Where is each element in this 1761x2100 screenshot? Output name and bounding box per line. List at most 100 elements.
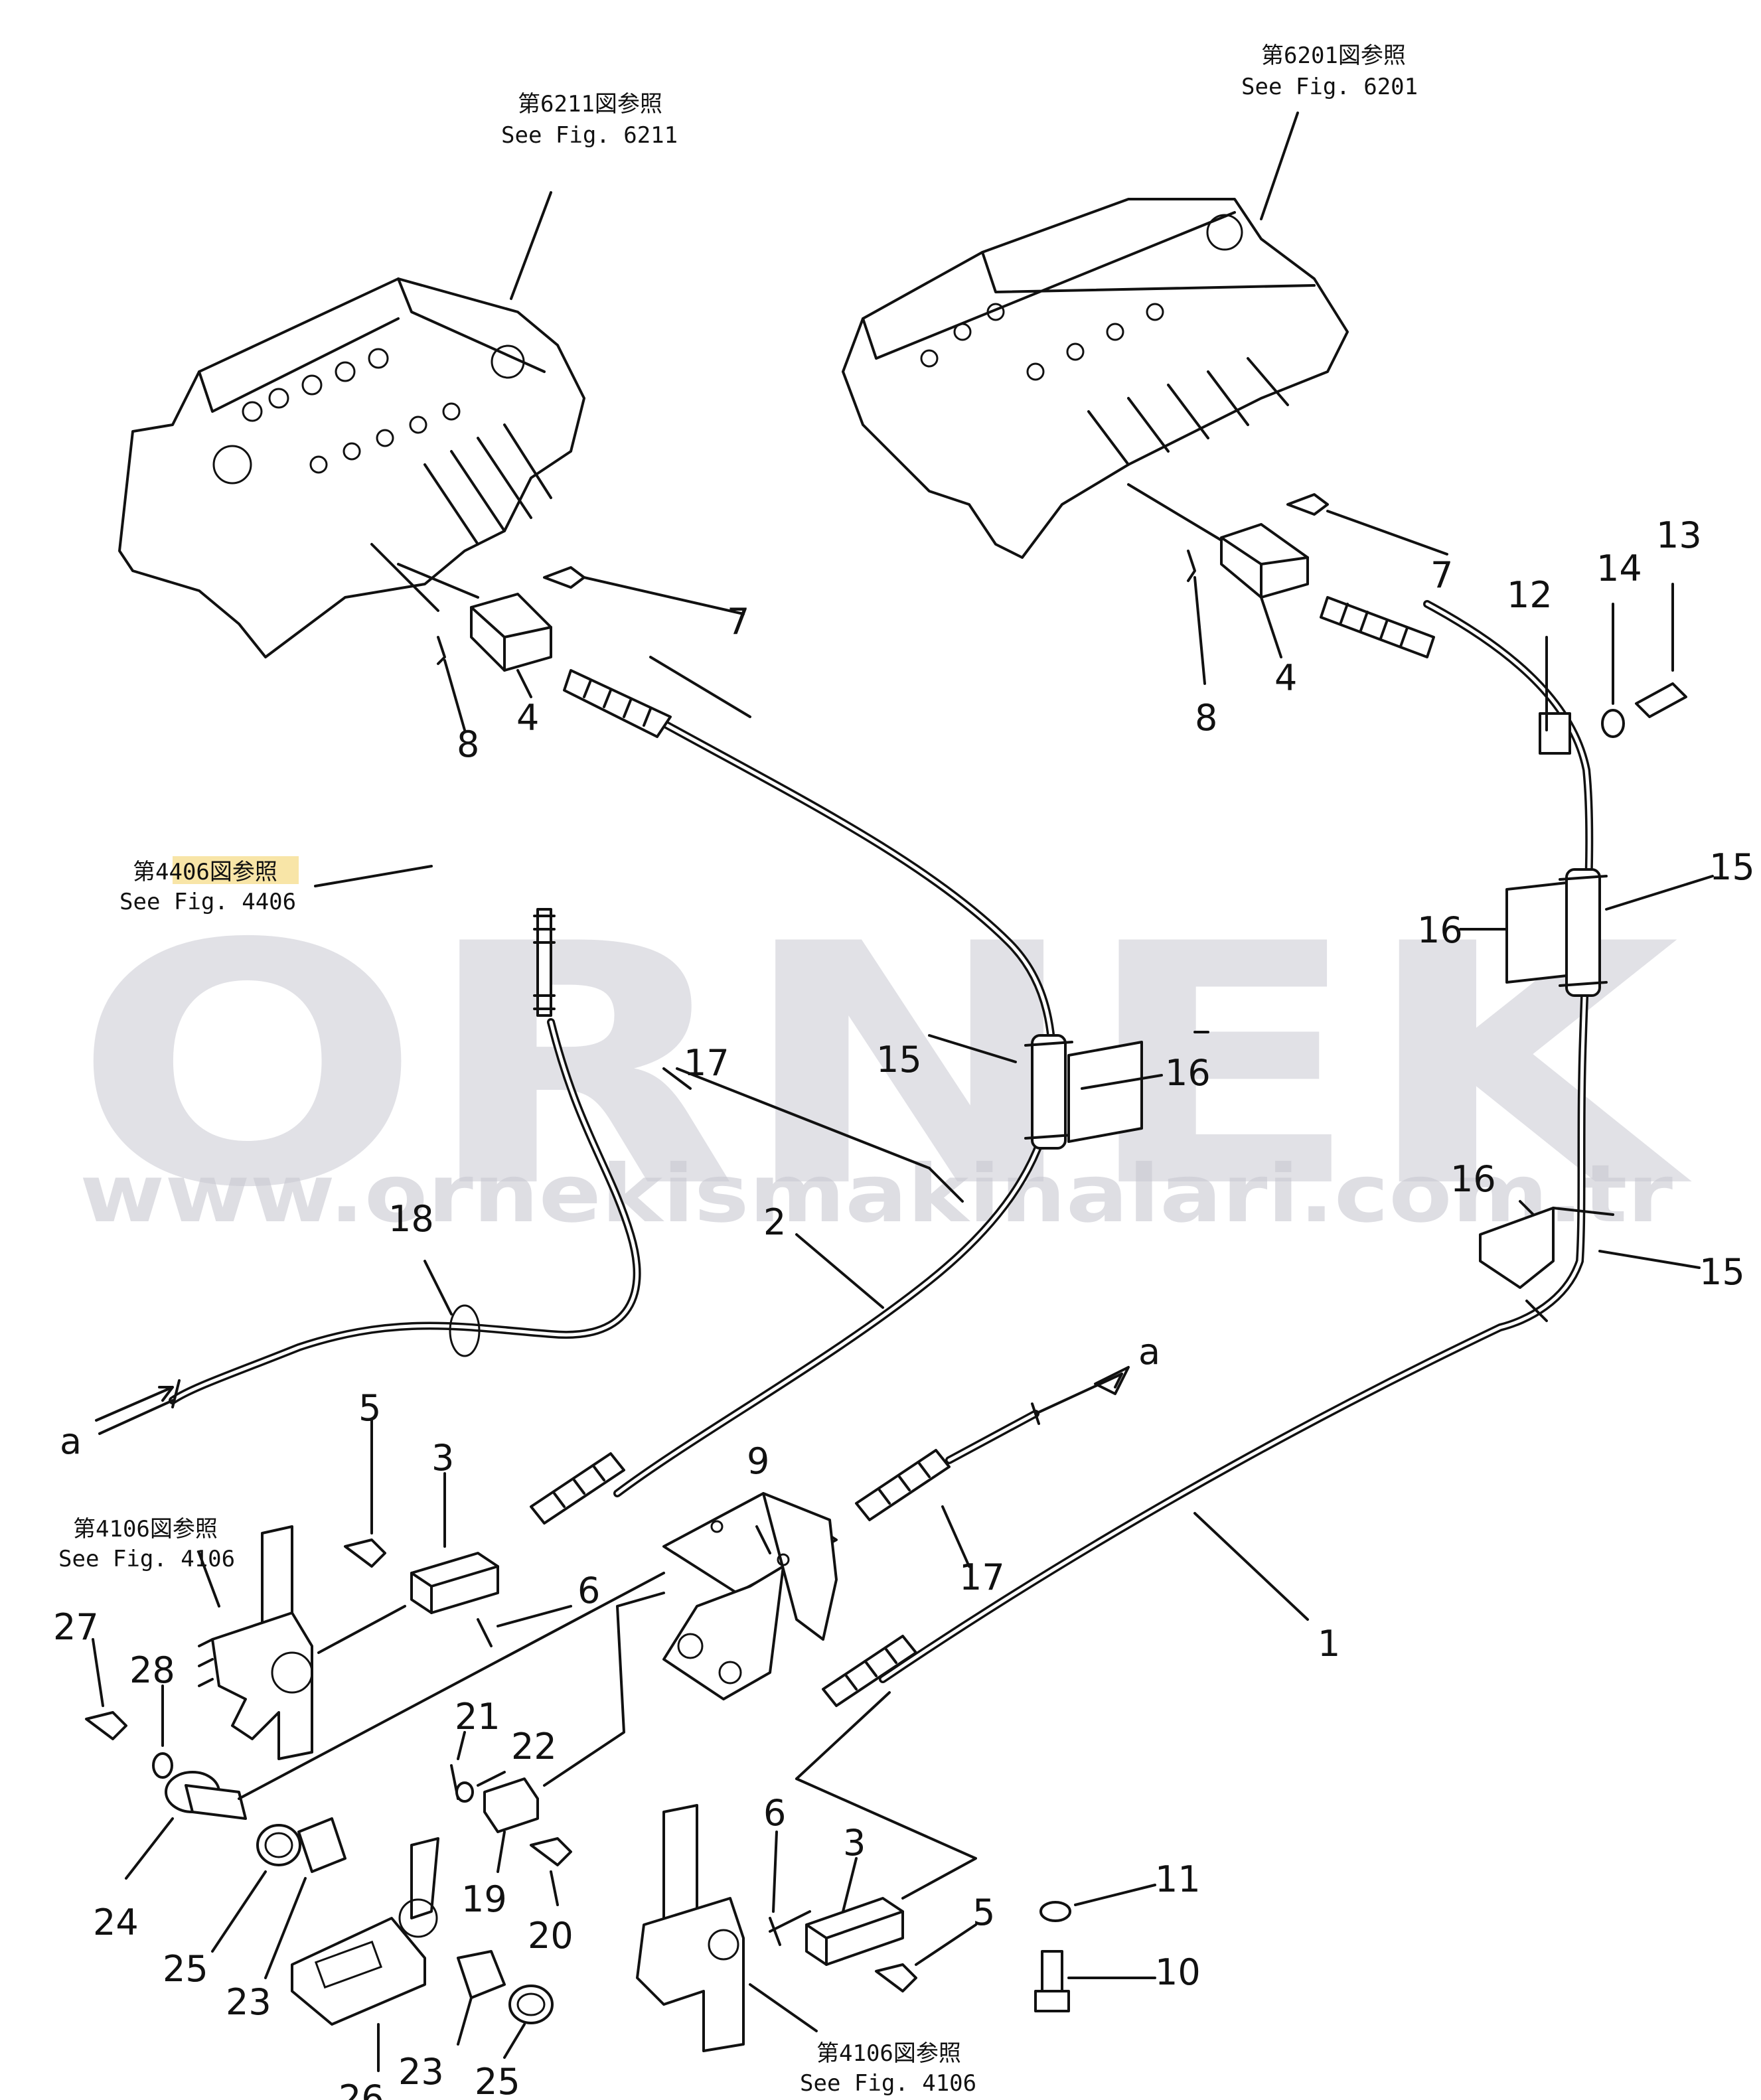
clamp-assembly xyxy=(1539,682,1687,755)
right-valve-fittings xyxy=(1127,483,1448,685)
callout-4-left: 4 xyxy=(516,697,539,739)
part-7-bolt-right xyxy=(1286,493,1329,516)
continuation-mark-left: a xyxy=(60,1420,82,1462)
pivot-parts xyxy=(85,1572,665,1873)
part-13-bolt xyxy=(1635,682,1687,718)
callout-26: 26 xyxy=(339,2077,384,2100)
part-25-ring-bottom xyxy=(508,1985,554,2024)
ref-fig4106-left-en: See Fig. 4106 xyxy=(58,1546,235,1572)
callout-12: 12 xyxy=(1507,574,1553,616)
part-11-washer xyxy=(1039,1901,1071,1922)
callout-23-bottom: 23 xyxy=(398,2051,444,2093)
callout-22: 22 xyxy=(511,1726,557,1767)
part-19-clevis xyxy=(483,1777,539,1833)
part-4-block-right xyxy=(1220,523,1309,599)
callout-15-middle: 15 xyxy=(876,1039,922,1081)
callout-15-right-upper: 15 xyxy=(1709,846,1755,888)
callout-9: 9 xyxy=(747,1440,769,1482)
part-27-bolt xyxy=(85,1711,127,1740)
callout-2: 2 xyxy=(763,1201,786,1243)
callout-20: 20 xyxy=(528,1915,574,1957)
watermark-url: www.ornekismakinalari.com.tr xyxy=(80,1148,1673,1240)
part-23-bushing-bottom xyxy=(457,1950,506,1999)
ref-fig6201-jp: 第6201図参照 xyxy=(1261,42,1406,69)
part-7-bolt-left xyxy=(543,566,585,589)
part-25-ring xyxy=(256,1824,301,1866)
callout-5-bottom: 5 xyxy=(972,1892,995,1933)
bottom-small-parts xyxy=(769,1897,1071,2012)
callout-21: 21 xyxy=(455,1696,500,1738)
callout-16-right-upper: 16 xyxy=(1417,909,1463,951)
ref-fig4106-left-jp: 第4106図参照 xyxy=(73,1516,218,1542)
ref-fig4106-bottom-jp: 第4106図参照 xyxy=(816,2040,961,2067)
callout-23-left: 23 xyxy=(226,1981,271,2023)
cable-17-lower xyxy=(855,1373,1123,1521)
cable-2 xyxy=(530,669,1073,1525)
callout-10: 10 xyxy=(1155,1951,1201,1993)
callout-6-bottom: 6 xyxy=(763,1792,786,1834)
callout-1: 1 xyxy=(1318,1623,1340,1665)
callout-8-left: 8 xyxy=(457,723,479,765)
part-3-block-bottom xyxy=(805,1897,904,1966)
callout-17-lower: 17 xyxy=(959,1556,1005,1598)
callout-13: 13 xyxy=(1656,514,1702,556)
part-number-callouts: 7 4 8 7 4 8 13 14 12 15 16 15 16 16 15 1… xyxy=(53,514,1755,2100)
callout-28: 28 xyxy=(129,1649,175,1691)
part-24-pin xyxy=(185,1784,247,1820)
callout-6-left: 6 xyxy=(577,1570,600,1612)
callout-25-left: 25 xyxy=(163,1948,208,1990)
cable-1 xyxy=(822,596,1614,1707)
callout-24: 24 xyxy=(93,1902,139,1943)
control-valve-left xyxy=(118,277,585,658)
callout-17-upper: 17 xyxy=(684,1042,729,1084)
lever-assembly-bottom xyxy=(636,1691,977,2052)
part-3-block xyxy=(410,1552,499,1614)
part-10-bolt xyxy=(1041,1950,1063,1992)
control-valve-right xyxy=(842,198,1349,559)
callout-14: 14 xyxy=(1596,548,1642,589)
callout-11: 11 xyxy=(1155,1858,1201,1900)
tags-16 xyxy=(1067,881,1568,1289)
bracket-9 xyxy=(662,1492,838,1700)
callout-25-bottom: 25 xyxy=(475,2061,520,2100)
part-23-bushing xyxy=(297,1817,346,1873)
cable-17-upper xyxy=(98,908,641,1435)
clevis-parts xyxy=(450,1592,665,1866)
callout-7-right: 7 xyxy=(1430,554,1453,596)
callout-27: 27 xyxy=(53,1606,99,1648)
reference-labels: 第6211図参照 See Fig. 6211 第6201図参照 See Fig.… xyxy=(58,42,1418,2097)
callout-5-left: 5 xyxy=(358,1387,381,1429)
ref-fig4406-jp: 第4406図参照 xyxy=(133,859,277,885)
part-20-bolt xyxy=(530,1837,572,1866)
part-5-bolt-bottom xyxy=(875,1963,917,1992)
left-valve-fittings xyxy=(397,563,745,731)
lever-assembly-left xyxy=(198,1525,313,1760)
part-5-bolt xyxy=(344,1538,386,1568)
watermark-brand: ORNEK xyxy=(73,873,1695,1260)
lever-26 xyxy=(291,1837,554,2026)
part-12-clamp xyxy=(1539,712,1571,755)
callout-15-right-lower: 15 xyxy=(1699,1251,1745,1293)
left-small-parts xyxy=(317,1538,499,1654)
part-6-pin-bottom xyxy=(769,1917,781,1946)
ref-fig4406-en: See Fig. 4406 xyxy=(119,889,296,915)
callout-4-right: 4 xyxy=(1274,657,1297,699)
callout-16-middle: 16 xyxy=(1165,1052,1211,1094)
ref-fig6211-en: See Fig. 6211 xyxy=(501,122,678,149)
watermark: ORNEK www.ornekismakinalari.com.tr xyxy=(73,873,1695,1260)
part-4-block-left xyxy=(470,593,552,672)
part-28-washer xyxy=(152,1752,173,1779)
continuation-mark-right: a xyxy=(1138,1331,1160,1373)
part-14-washer xyxy=(1601,709,1625,738)
callout-19: 19 xyxy=(461,1878,507,1920)
part-8-pin-left xyxy=(437,636,446,665)
callout-16-right-lower: 16 xyxy=(1450,1158,1496,1200)
highlight-fig4406 xyxy=(173,856,299,884)
part-18-clip xyxy=(449,1304,481,1357)
part-6-pin xyxy=(477,1618,493,1647)
ref-fig6211-jp: 第6211図参照 xyxy=(518,91,662,117)
leader-lines xyxy=(92,112,1714,2072)
callout-7-left: 7 xyxy=(727,601,749,642)
callout-8-right: 8 xyxy=(1195,697,1217,739)
